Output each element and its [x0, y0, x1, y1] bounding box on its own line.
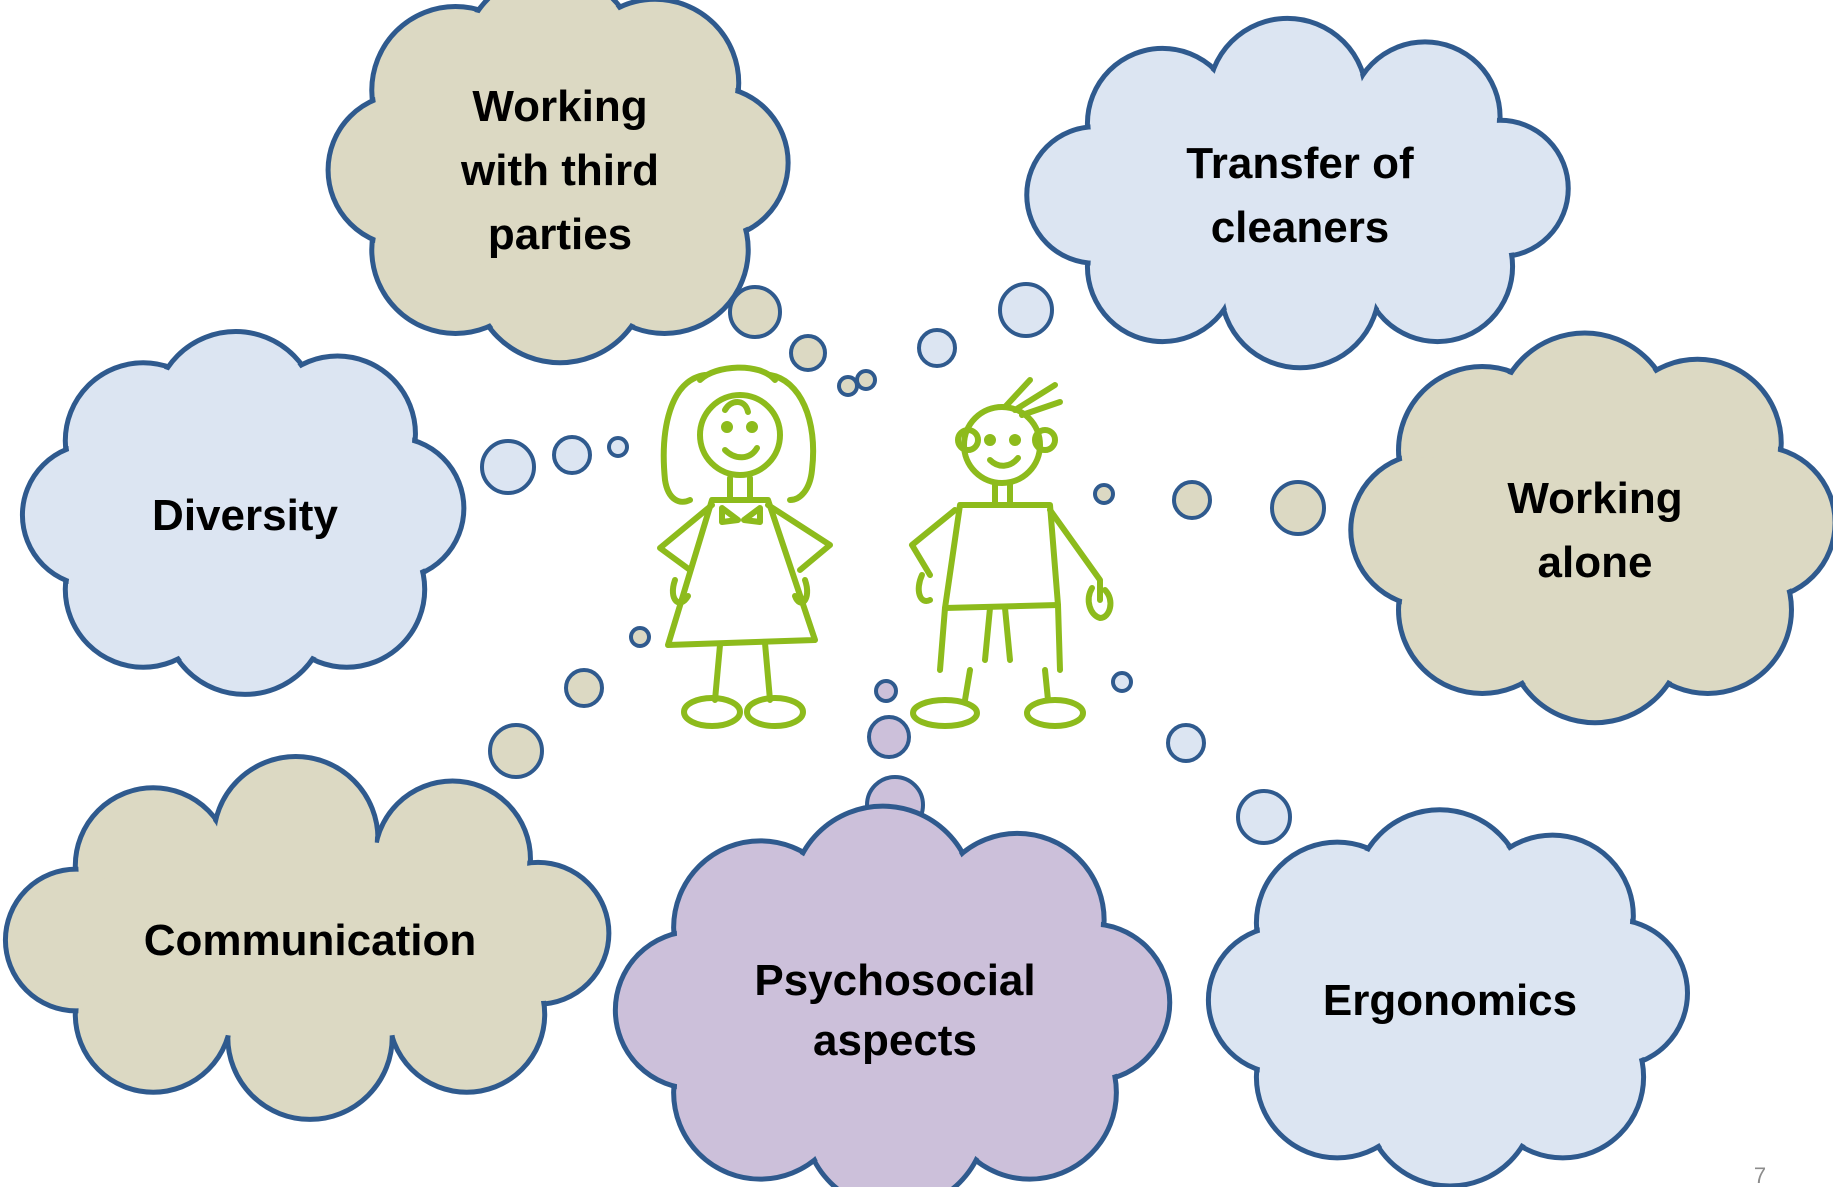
cloud-ergonomics: Ergonomics — [1205, 807, 1690, 1187]
thought-bubble-dot — [1111, 671, 1133, 693]
thought-bubble-dot — [1093, 483, 1115, 505]
cloud-label-line: Diversity — [152, 491, 338, 540]
thought-bubble-dot — [629, 626, 651, 648]
thought-bubble-dot — [564, 668, 604, 708]
page-number: 7 — [1754, 1163, 1766, 1187]
cloud-label-line: aspects — [813, 1016, 977, 1065]
thought-bubble-dot — [1236, 789, 1292, 845]
cloud-working-with-third-parties: Working with third parties — [325, 0, 791, 366]
cloud-label-line: Working — [1507, 474, 1682, 523]
cloud-communication: Communication — [2, 754, 612, 1122]
thought-bubble-dot — [874, 679, 898, 703]
cloud-label-line: Psychosocial — [754, 956, 1035, 1005]
thought-bubble-dot — [837, 375, 859, 397]
cloud-working-alone: Working alone — [1348, 330, 1833, 726]
boy-figure-icon — [909, 377, 1114, 729]
thought-bubble-dot — [789, 334, 827, 372]
cloud-label-line: cleaners — [1211, 203, 1390, 252]
thought-bubble-dot — [552, 435, 592, 475]
cloud-diversity: Diversity — [19, 329, 467, 697]
cloud-label-line: Working — [472, 82, 647, 131]
thought-bubble-dot — [488, 723, 544, 779]
thought-bubble-dot — [1172, 480, 1212, 520]
cloud-label-line: alone — [1538, 538, 1653, 587]
cloud-psychosocial-aspects: Psychosocial aspects — [612, 803, 1173, 1187]
cloud-label-line: with third — [460, 146, 659, 195]
thought-bubble-dot — [1166, 723, 1206, 763]
thought-bubble-dot — [728, 285, 782, 339]
cloud-transfer-of-cleaners: Transfer of cleaners — [1024, 15, 1571, 371]
thought-bubble-dot — [998, 282, 1054, 338]
thought-bubble-dot — [1270, 480, 1326, 536]
thought-bubble-dot — [917, 328, 957, 368]
thought-bubble-dot — [867, 715, 911, 759]
thought-bubble-dot — [855, 369, 877, 391]
cloud-label-line: parties — [488, 210, 632, 259]
thought-bubble-dot — [607, 436, 629, 458]
cloud-label-line: Transfer of — [1186, 139, 1414, 188]
thought-bubbles — [480, 282, 1326, 845]
cloud-label-line: Communication — [144, 916, 476, 965]
thought-bubble-dot — [480, 439, 536, 495]
cloud-label-line: Ergonomics — [1323, 976, 1577, 1025]
girl-figure-icon — [657, 364, 833, 729]
